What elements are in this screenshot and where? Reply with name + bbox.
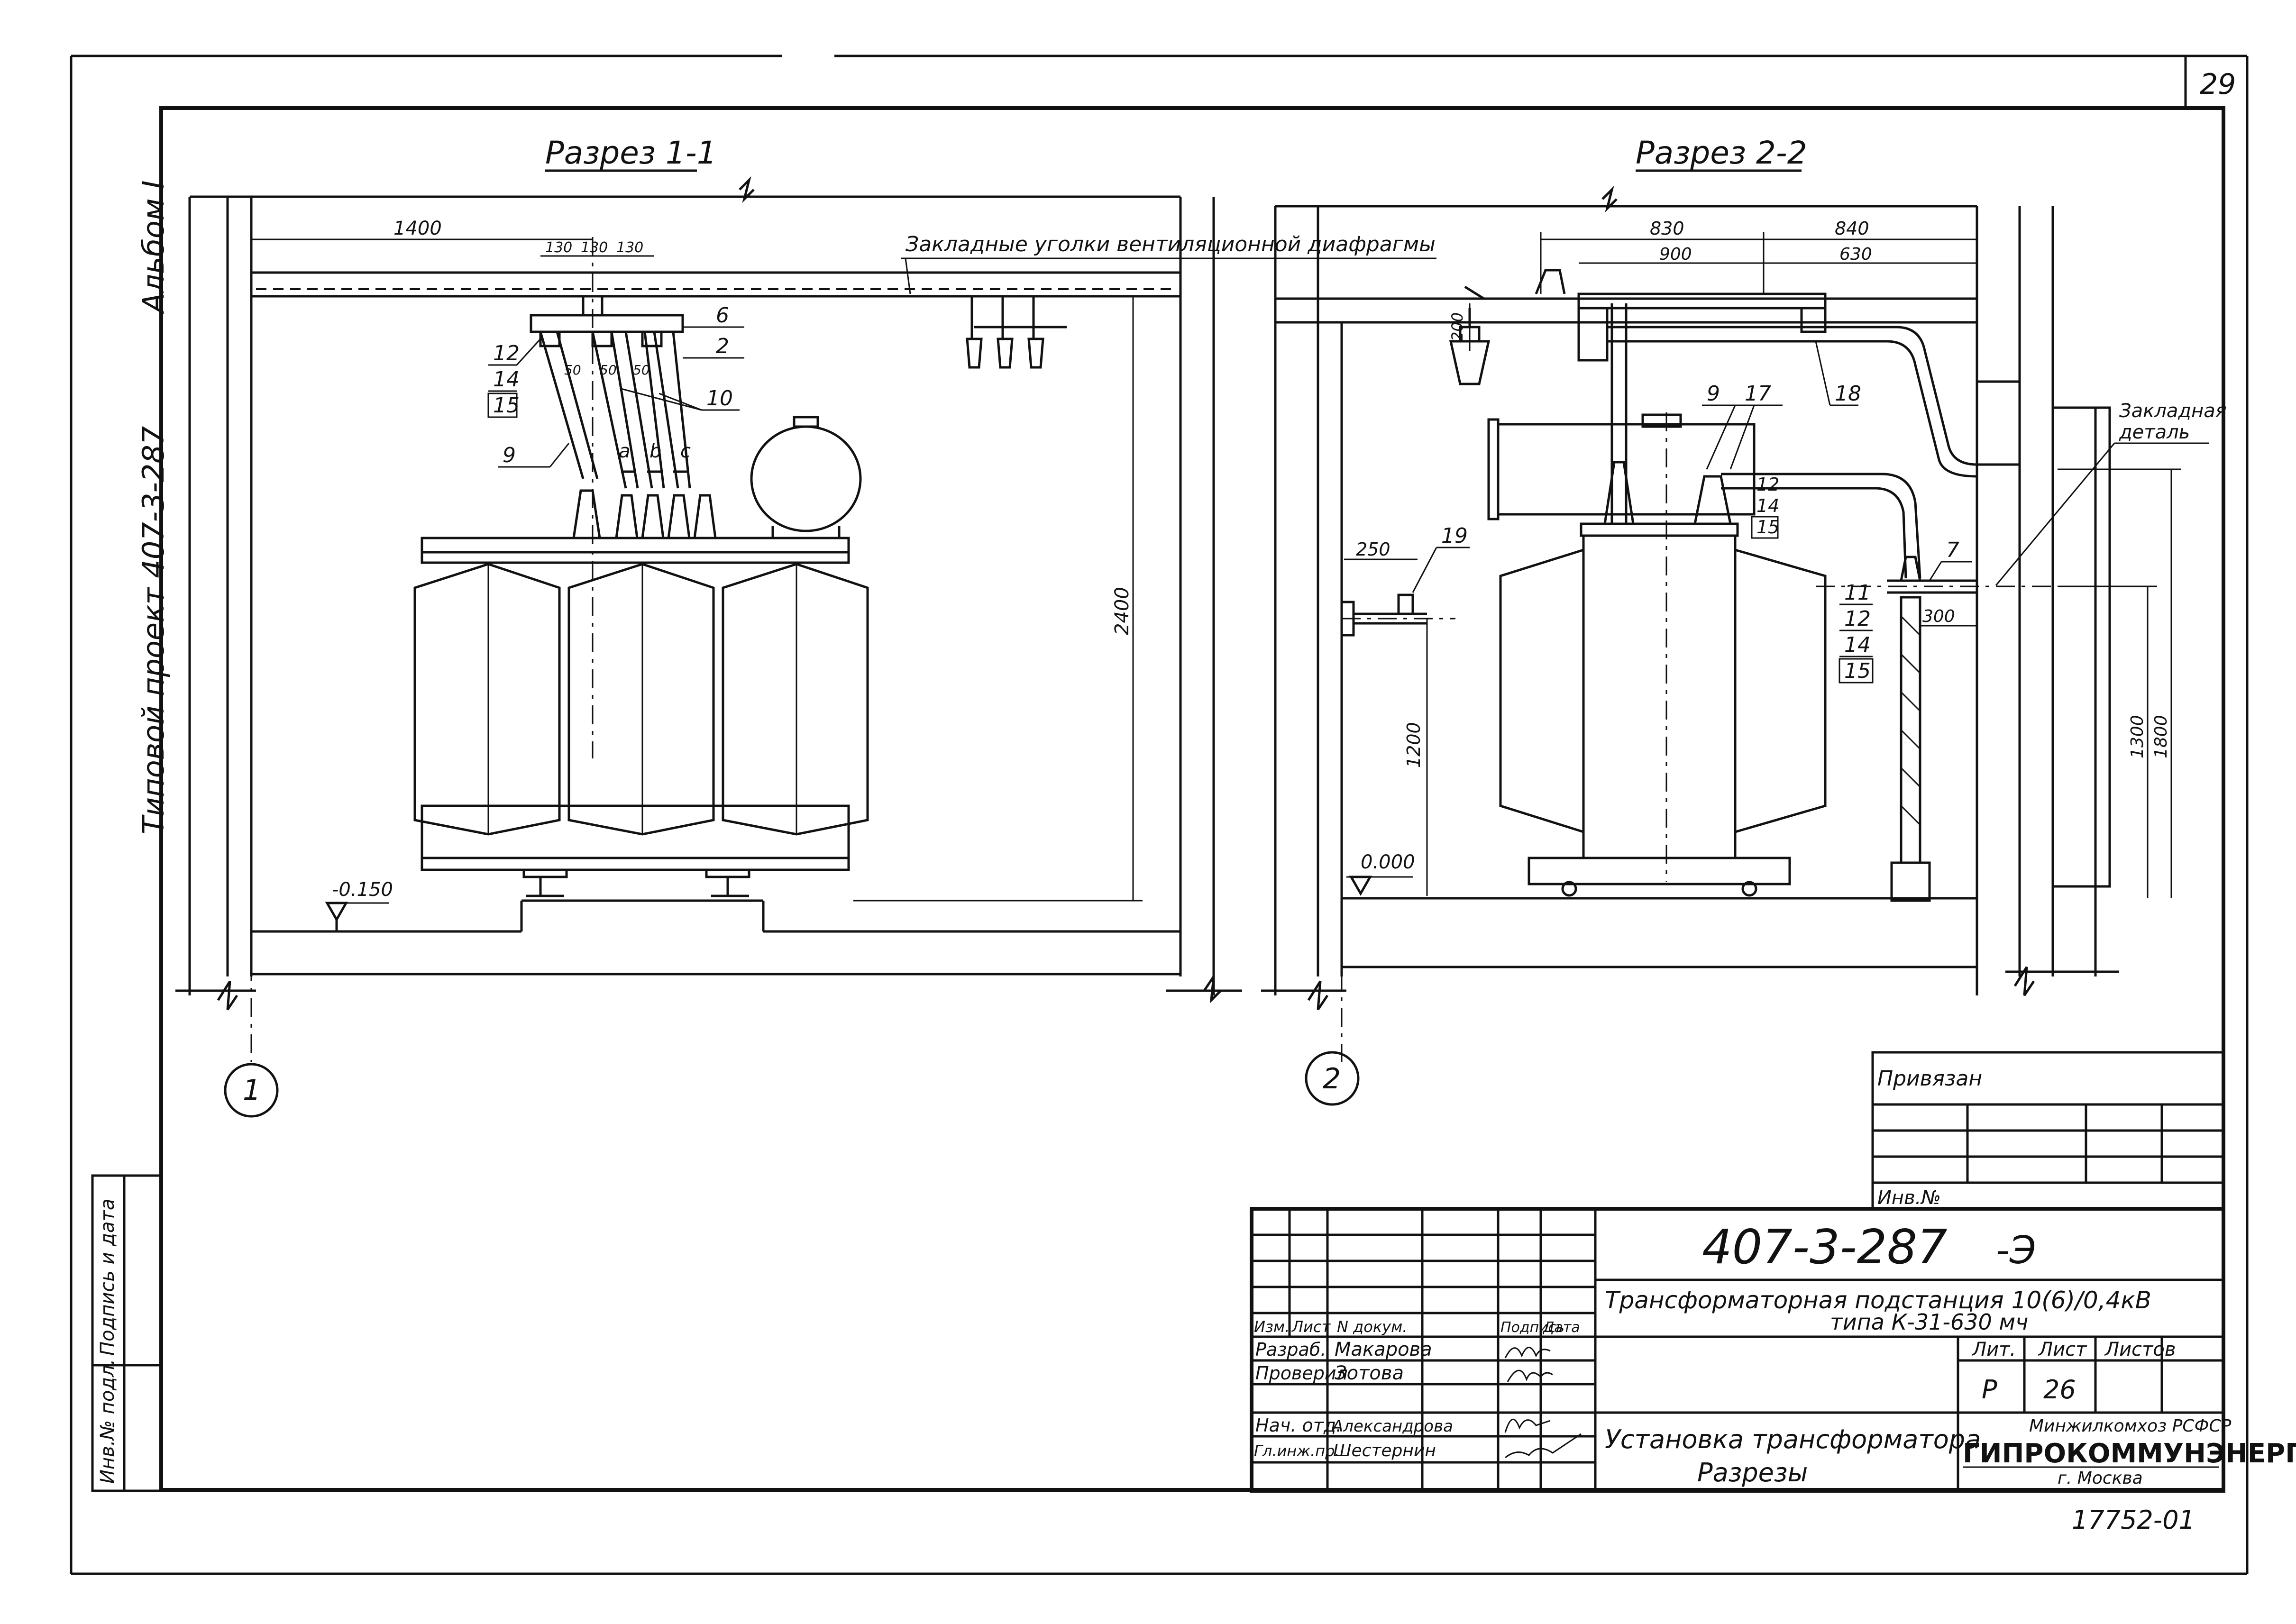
callout-15: 15 [493,393,520,418]
section-2-dim-300: 300 [1922,607,1955,626]
subject-line-2: типа К-31-630 мч [1830,1309,2028,1335]
lit-label: Лит. [1971,1339,2016,1360]
section-1-dim-130b: 130 [581,239,608,256]
section-2-dim-1300: 1300 [2128,715,2147,758]
project-label: Типовой проект 407-3-287 [136,426,171,834]
callout-15-s2b: 15 [1844,659,1871,683]
name-checker: Зотова [1335,1362,1404,1384]
phase-a-label: a [619,440,631,462]
album-label: Альбом I [136,180,171,315]
section-1-dim-1400: 1400 [393,218,442,239]
axis-marker-2: 2 [1323,1062,1341,1095]
section-2-dim-900: 900 [1659,245,1692,264]
section-2-drawing: Разрез 2-2 0.000 [1261,135,2227,1106]
org-name: ГИПРОКОММУНЭНЕРГО [1963,1438,2296,1469]
org-city: г. Москва [2058,1469,2143,1488]
section-1-level-mark: -0.150 [332,879,393,901]
phase-c-label: c [680,440,691,462]
role-checker: Проверил [1255,1363,1348,1384]
archive-number: 17752-01 [2072,1505,2195,1535]
doc-code: 407-3-287 [1702,1219,1948,1275]
callout-19: 19 [1441,524,1468,548]
role-head: Нач. отд. [1255,1415,1342,1436]
binding-block: Привязан Инв.№ [1871,1051,2225,1210]
section-1-dim-130c: 130 [616,239,643,256]
subject-line-1: Трансформаторная подстанция 10(6)/0,4кВ [1605,1286,2151,1314]
sheet-number: 29 [2200,68,2236,101]
callout-12-s2: 12 [1756,474,1779,495]
embedded-part-note-line1: Закладная [2119,400,2227,422]
sheet-frames [70,55,2249,1575]
callout-6: 6 [716,303,729,328]
embedded-angles-note: Закладные уголки вентиляционной диафрагм… [906,232,1436,256]
binding-title: Привязан [1877,1067,1982,1091]
callout-15-s2: 15 [1756,517,1779,538]
sheet-title-line-2: Разрезы [1697,1458,1808,1487]
section-1-dim-50b: 50 [600,362,617,378]
section-2-dim-830: 830 [1650,218,1684,239]
section-1-dim-2400: 2400 [1111,587,1133,635]
title-block: 407-3-287 -Э Трансформаторная подстанция… [1250,1207,2296,1493]
callout-18: 18 [1835,382,1861,406]
callout-14: 14 [493,367,520,392]
section-2-title: Разрез 2-2 [1636,135,1807,171]
binding-inv-label: Инв.№ [1877,1187,1941,1209]
axis-marker-1: 1 [243,1074,261,1107]
role-chief-engineer: Гл.инж.пр. [1254,1442,1340,1460]
section-2-dim-1200: 1200 [1403,722,1424,768]
section-2-dim-200: 200 [1448,312,1466,341]
callout-2: 2 [716,334,729,358]
section-2-dim-630: 630 [1839,245,1872,264]
section-2-dim-1800: 1800 [2151,715,2171,758]
left-stamp-inv: Инв.№ подл. [97,1359,119,1484]
left-stamp: Инв.№ подл. Подпись и дата [91,1174,163,1492]
sheet-title-line-1: Установка трансформатора. [1605,1424,1989,1454]
callout-14-s2: 14 [1756,495,1779,516]
callout-11: 11 [1844,581,1871,605]
header-col-doc: N докум. [1337,1318,1407,1336]
header-col-sign: Подпись [1500,1319,1564,1336]
callout-10: 10 [706,386,733,411]
callout-12: 12 [493,341,520,365]
name-chief-engineer: Шестернин [1333,1441,1436,1460]
section-1-drawing: Разрез 1-1 -0.150 [175,135,1436,1118]
header-col-date: Дата [1542,1319,1580,1336]
callout-14-s2b: 14 [1844,633,1871,657]
section-1-dim-50c: 50 [633,362,650,378]
name-developer: Макарова [1335,1339,1432,1360]
sheets-label: Листов [2104,1339,2176,1360]
section-2-level-mark: 0.000 [1361,851,1415,873]
sheet-label: Лист [2038,1339,2087,1360]
section-1-title: Разрез 1-1 [545,135,717,171]
left-stamp-signature: Подпись и дата [97,1199,119,1356]
callout-9-s2: 9 [1707,382,1720,406]
section-1-dim-130a: 130 [545,239,572,256]
callout-7: 7 [1946,538,1959,562]
role-developer: Разраб. [1255,1339,1326,1360]
section-2-dim-250: 250 [1356,539,1390,560]
sheet-value: 26 [2043,1375,2076,1405]
lit-value: Р [1982,1375,1997,1405]
header-col-list: Лист [1291,1318,1331,1336]
embedded-part-note-line2: деталь [2119,421,2190,443]
callout-12-s2b: 12 [1844,607,1871,631]
callout-9: 9 [503,443,516,467]
org-ministry: Минжилкомхоз РСФСР [2029,1416,2232,1436]
section-2-dim-840: 840 [1835,218,1869,239]
doc-code-suffix: -Э [1996,1228,2036,1272]
phase-b-label: b [649,440,661,462]
section-1-dim-50a: 50 [564,362,581,378]
header-col-izm: Изм. [1254,1318,1290,1336]
name-head: Александрова [1331,1417,1453,1436]
callout-17: 17 [1745,382,1771,406]
